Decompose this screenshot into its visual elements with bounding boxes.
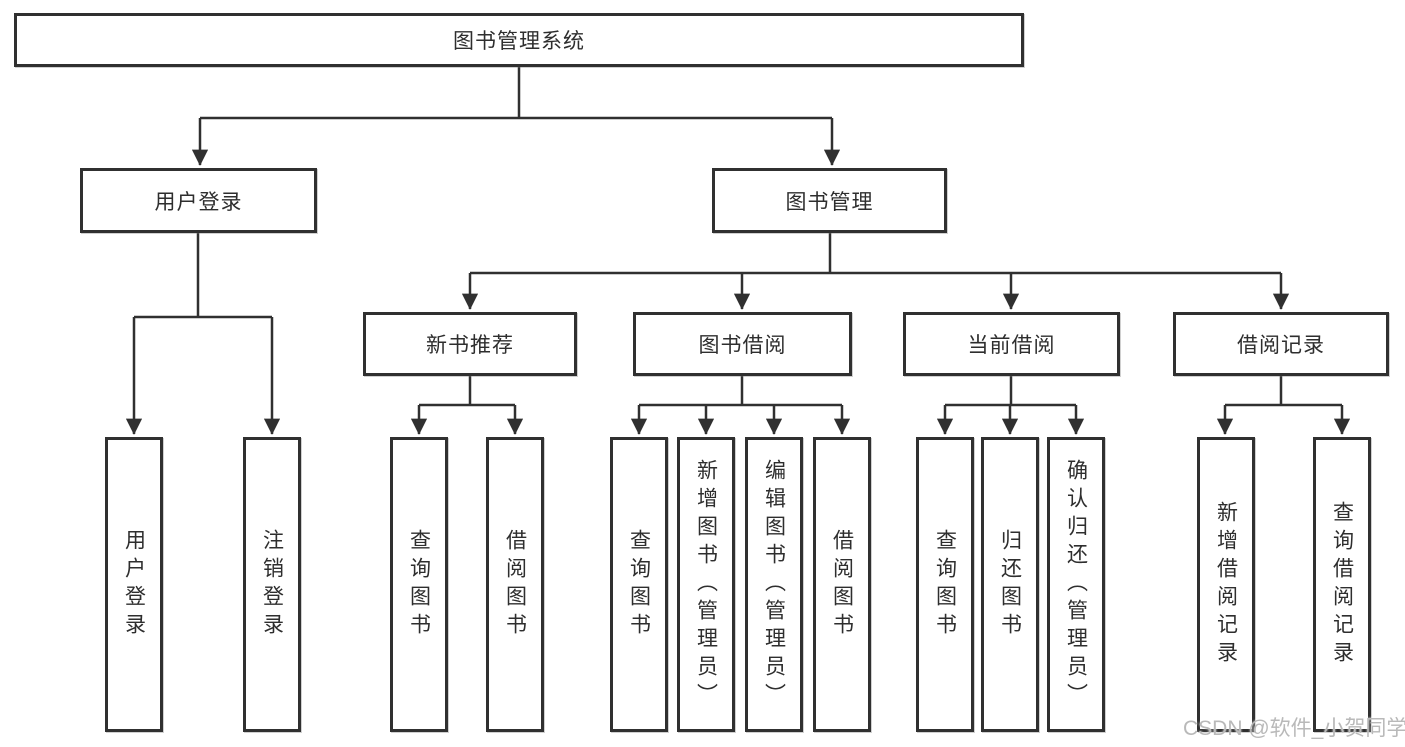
leaf-query-borrow-record: 查询借阅记录: [1313, 437, 1371, 732]
connector-new-book-rail: [419, 376, 515, 407]
leaf-add-books-admin: 新增图书（管理员）: [677, 437, 735, 732]
leaf-label: 确认归还（管理员）: [1064, 458, 1088, 711]
leaf-label: 归还图书: [998, 528, 1022, 641]
leaf-label: 查询图书: [627, 528, 651, 641]
leaf-label: 编辑图书（管理员）: [762, 458, 786, 711]
leaf-logout: 注销登录: [243, 437, 301, 732]
node-borrow-records: 借阅记录: [1173, 312, 1389, 376]
node-new-book-recommend-label: 新书推荐: [426, 334, 514, 357]
node-book-management: 图书管理: [712, 168, 947, 233]
node-book-borrow-label: 图书借阅: [698, 334, 787, 357]
leaf-label: 查询借阅记录: [1330, 500, 1354, 669]
node-book-management-label: 图书管理: [785, 190, 874, 214]
leaf-label: 新增借阅记录: [1214, 500, 1238, 669]
leaf-query-books-borrow: 查询图书: [610, 437, 668, 732]
connector-user-login-rail: [134, 233, 272, 319]
node-root-system: 图书管理系统: [14, 13, 1024, 67]
leaf-user-login: 用户登录: [105, 437, 163, 732]
node-user-login-label: 用户登录: [154, 190, 243, 214]
node-user-login: 用户登录: [80, 168, 317, 233]
leaf-borrow-books: 借阅图书: [813, 437, 871, 732]
leaf-query-books-current: 查询图书: [916, 437, 974, 732]
leaf-label: 新增图书（管理员）: [694, 458, 718, 711]
node-current-borrow: 当前借阅: [903, 312, 1120, 376]
connector-book-borrow-rail: [639, 376, 842, 407]
leaf-edit-books-admin: 编辑图书（管理员）: [745, 437, 803, 732]
leaf-query-books-recommend: 查询图书: [390, 437, 448, 732]
leaf-label: 借阅图书: [830, 528, 854, 641]
connector-root-rail: [200, 67, 832, 120]
node-borrow-records-label: 借阅记录: [1237, 334, 1325, 357]
connector-book-management-rail: [470, 233, 1281, 275]
leaf-borrow-books-recommend: 借阅图书: [486, 437, 544, 732]
leaf-confirm-return-admin: 确认归还（管理员）: [1047, 437, 1105, 732]
connector-current-borrow-rail: [945, 376, 1076, 407]
connector-borrow-records-rail: [1225, 376, 1342, 407]
leaf-label: 注销登录: [260, 528, 284, 641]
node-book-borrow: 图书借阅: [633, 312, 852, 376]
leaf-label: 查询图书: [407, 528, 431, 641]
leaf-add-borrow-record: 新增借阅记录: [1197, 437, 1255, 732]
node-current-borrow-label: 当前借阅: [967, 334, 1056, 357]
leaf-return-books: 归还图书: [981, 437, 1039, 732]
node-root-label: 图书管理系统: [453, 30, 585, 53]
node-new-book-recommend: 新书推荐: [363, 312, 577, 376]
leaf-label: 用户登录: [122, 528, 146, 641]
leaf-label: 查询图书: [933, 528, 957, 641]
csdn-watermark: CSDN @软件_小贺同学: [1183, 717, 1405, 740]
leaf-label: 借阅图书: [503, 528, 527, 641]
